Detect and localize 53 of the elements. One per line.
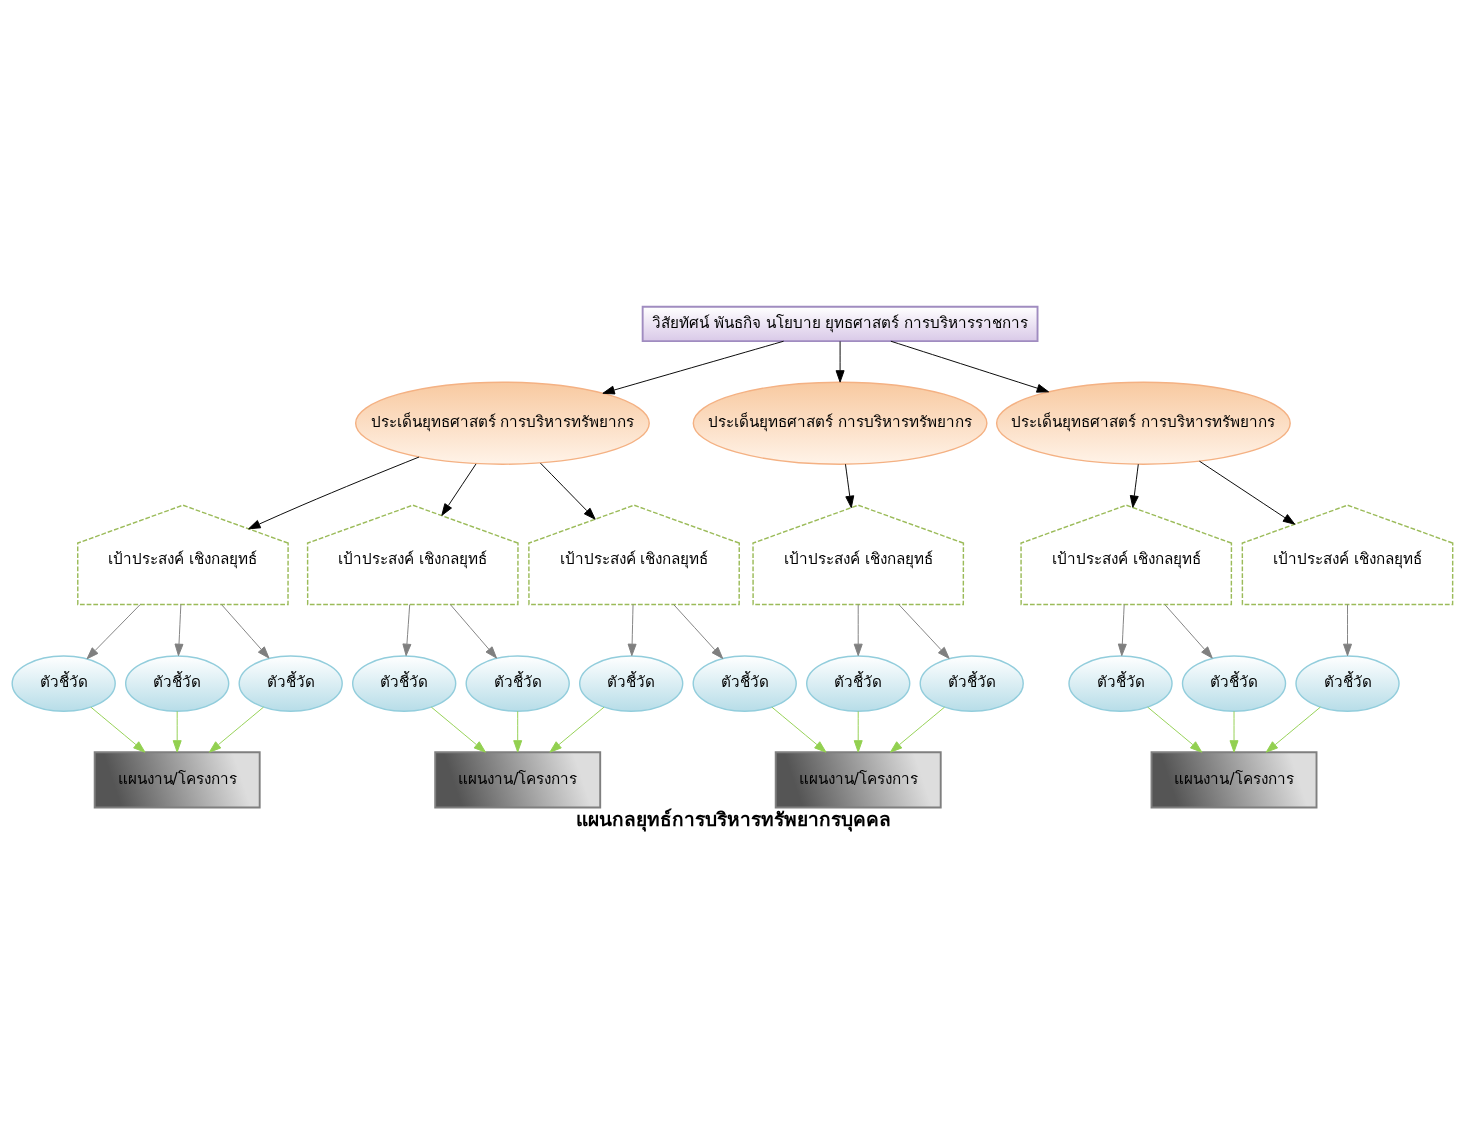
node-box: แผนงาน/โครงการ (93, 750, 261, 809)
arrow (221, 603, 270, 659)
arrow (771, 706, 827, 753)
arrow (540, 462, 596, 520)
node-ellipse: ตัวชี้วัด (465, 654, 570, 712)
arrow (889, 706, 945, 753)
node-ellipse: ประเด็นยุทธศาสตร์ การบริหารทรัพยากร (354, 380, 650, 465)
arrow (1229, 710, 1239, 753)
arrow (430, 706, 486, 753)
node-ellipse: ตัวชี้วัด (919, 654, 1024, 712)
arrow (1129, 463, 1139, 508)
arrow (513, 710, 523, 753)
arrow (449, 603, 497, 659)
arrow (673, 603, 724, 659)
arrow (602, 340, 785, 394)
arrow (248, 456, 420, 529)
arrow (86, 603, 141, 659)
arrow (1198, 460, 1296, 525)
arrow (627, 603, 637, 656)
arrow (1343, 603, 1352, 656)
node-ellipse: ตัวชี้วัด (238, 654, 343, 712)
node-ellipse: ตัวชี้วัด (579, 654, 684, 712)
arrow (174, 603, 184, 656)
arrow (1164, 603, 1213, 659)
arrow (898, 603, 950, 659)
node-ellipse: ตัวชี้วัด (1295, 654, 1400, 712)
arrow (402, 603, 412, 656)
node-ellipse: ประเด็นยุทธศาสตร์ การบริหารทรัพยากร (692, 380, 988, 465)
arrow (853, 710, 863, 753)
node-ellipse: ตัวชี้วัด (11, 654, 116, 712)
arrow (441, 462, 477, 516)
arrow (208, 706, 264, 753)
node-ellipse: ตัวชี้วัด (806, 654, 911, 712)
node-box: แผนงาน/โครงการ (774, 750, 942, 809)
node-box: วิสัยทัศน์ พันธกิจ นโยบาย ยุทธศาสตร์ การบริหารราชการ (641, 305, 1039, 342)
arrow (845, 463, 855, 508)
caption: แผนกลยุทธ์การบริหารทรัพยากรบุคคล (576, 807, 892, 830)
arrow (1265, 706, 1321, 753)
arrow (853, 603, 863, 656)
arrow (1117, 603, 1127, 656)
node-ellipse: ตัวชี้วัด (1068, 654, 1173, 712)
node-ellipse: ตัวชี้วัด (1181, 654, 1287, 712)
node-ellipse: ตัวชี้วัด (692, 654, 797, 712)
node-box: แผนงาน/โครงการ (1150, 750, 1318, 809)
arrow (890, 340, 1050, 393)
arrow (1147, 706, 1203, 753)
arrow (835, 340, 845, 383)
node-ellipse: ตัวชี้วัด (124, 654, 230, 712)
arrow (172, 710, 182, 753)
node-ellipse: ตัวชี้วัด (351, 654, 457, 712)
arrow (549, 706, 605, 753)
arrow (90, 706, 146, 753)
node-box: แผนงาน/โครงการ (434, 750, 602, 809)
